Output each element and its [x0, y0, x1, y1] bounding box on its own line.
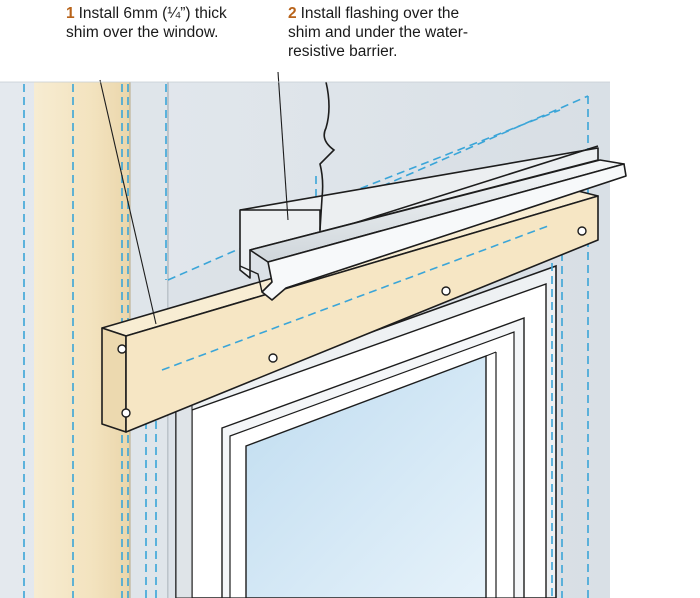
leader-lines	[99, 71, 289, 325]
callout-flashing-text-1: Install flashing over the	[300, 5, 460, 22]
callout-shim-text-2: shim over the window.	[66, 24, 219, 41]
callout-flashing-number: 2	[288, 5, 297, 22]
barrier-torn-edge	[319, 81, 336, 231]
callout-flashing-text-2: shim and under the water-	[288, 24, 469, 41]
window	[175, 264, 557, 598]
flashing	[239, 145, 627, 301]
callout-shim-text-1: Install 6mm (¼”) thick	[78, 5, 227, 22]
callout-flashing-text-3: resistive barrier.	[288, 43, 398, 60]
callout-shim-number: 1	[66, 5, 75, 22]
shim-nails	[117, 226, 587, 418]
barrier-dashed-lines-left	[23, 84, 167, 598]
